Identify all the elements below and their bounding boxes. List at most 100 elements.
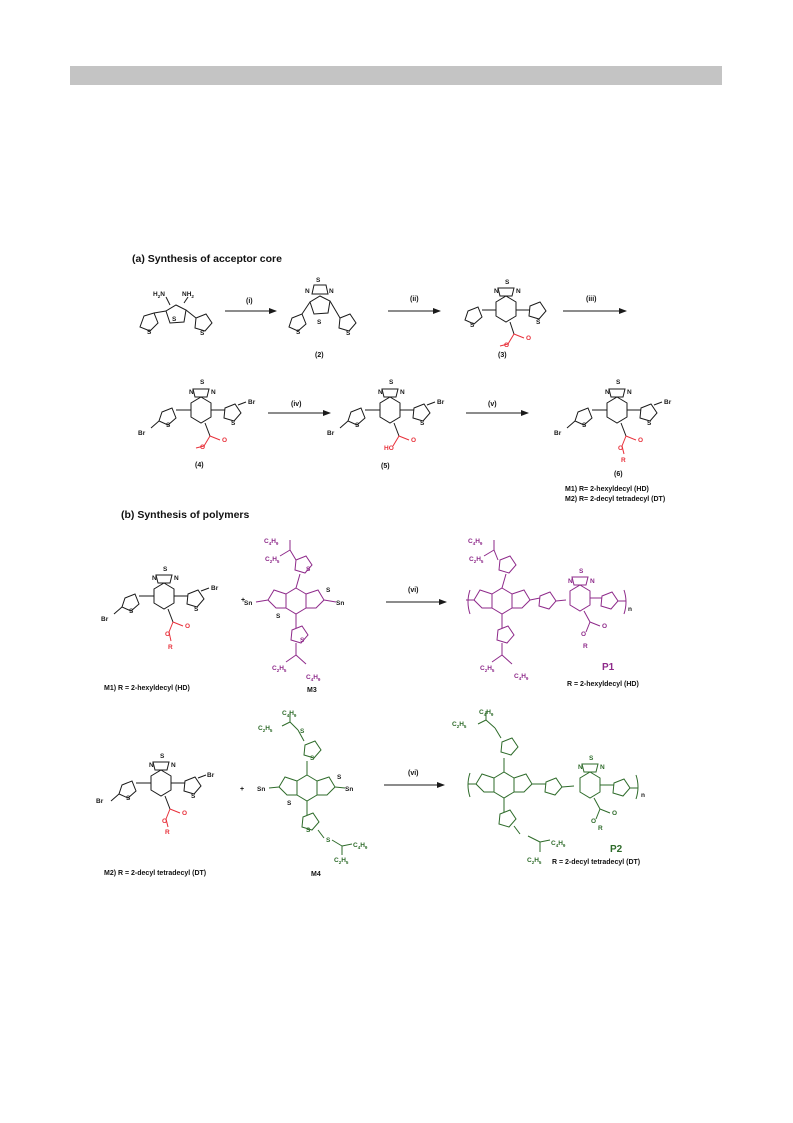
plus-sign: +: [241, 597, 245, 604]
oxygen-atom: O: [200, 444, 205, 451]
sulfur-atom: S: [326, 587, 331, 594]
sulfur-atom: S: [160, 753, 165, 760]
bromine-atom: Br: [437, 399, 445, 406]
monomer-m1-label: M1) R = 2-hexyldecyl (HD): [104, 685, 190, 692]
step-label: (vi): [408, 587, 419, 594]
step-label: (iii): [586, 296, 597, 303]
butyl-label: C4H9: [282, 710, 297, 718]
compound-label: (3): [498, 352, 507, 359]
nitrogen-atom: N: [578, 764, 583, 771]
sulfur-atom: S: [200, 379, 205, 386]
compound-5-structure: [339, 388, 436, 437]
compound-label: (5): [381, 463, 390, 470]
compound-3-structure: [464, 287, 547, 335]
tin-atom: Sn: [244, 600, 252, 607]
sulfur-atom: S: [126, 795, 131, 802]
sulfur-atom: S: [505, 279, 510, 286]
sulfur-atom: S: [300, 728, 305, 735]
compound-2-structure: [288, 284, 357, 332]
monomer-m3-structure: [255, 540, 337, 665]
repeat-unit-n: n: [641, 792, 645, 799]
sulfur-atom: S: [200, 330, 205, 337]
sulfur-atom: S: [310, 755, 315, 762]
butyl-label: C4H9: [468, 538, 483, 546]
nitrogen-atom: N: [329, 288, 334, 295]
nitrogen-atom: N: [605, 389, 610, 396]
ethyl-label: C2H5: [334, 857, 349, 865]
butyl-label: C4H9: [264, 538, 279, 546]
ethyl-label: C2H5: [527, 857, 542, 865]
butyl-label: C4H9: [551, 840, 566, 848]
sulfur-atom: S: [582, 422, 587, 429]
step-label: (i): [246, 298, 253, 305]
butyl-label: C4H9: [479, 709, 494, 717]
sulfur-atom: S: [647, 420, 652, 427]
hydroxyl-label: HO: [384, 445, 394, 452]
sulfur-atom: S: [287, 800, 292, 807]
polymer-p2-label: P2: [610, 844, 623, 855]
repeat-unit-n: n: [628, 606, 632, 613]
sulfur-atom: S: [296, 329, 301, 336]
step-label: (v): [488, 401, 497, 408]
sulfur-atom: S: [172, 316, 177, 323]
sulfur-atom: S: [194, 606, 199, 613]
oxygen-atom: O: [618, 445, 623, 452]
compound-label: (6): [614, 471, 623, 478]
sulfur-atom: S: [276, 613, 281, 620]
compound-4-structure: [150, 388, 247, 437]
tin-atom: Sn: [345, 786, 353, 793]
polymer-p1-definition: R = 2-hexyldecyl (HD): [567, 681, 639, 688]
nitrogen-atom: N: [152, 575, 157, 582]
sulfur-atom: S: [316, 277, 321, 284]
nitrogen-atom: N: [305, 288, 310, 295]
ethyl-label: C2H5: [452, 721, 467, 729]
ethyl-label: C2H5: [469, 556, 484, 564]
monomer-m1-structure: [113, 574, 210, 623]
oxygen-atom: O: [504, 342, 509, 349]
compound-6-structure: [566, 388, 663, 437]
scheme-a-heading: (a) Synthesis of acceptor core: [132, 253, 282, 265]
step-label: (vi): [408, 770, 419, 777]
bromine-atom: Br: [96, 798, 104, 805]
monomer-m4-structure: [268, 712, 353, 855]
nitrogen-atom: N: [400, 389, 405, 396]
oxygen-atom: O: [638, 437, 643, 444]
oxygen-atom: O: [411, 437, 416, 444]
ester-group: [499, 333, 525, 347]
monomer-definition: M2) R= 2-decyl tetradecyl (DT): [565, 496, 665, 503]
oxygen-atom: O: [526, 335, 531, 342]
r-group: R: [165, 829, 170, 836]
nitrogen-atom: N: [568, 578, 573, 585]
nitrogen-atom: N: [189, 389, 194, 396]
butyl-label: C4H9: [353, 842, 368, 850]
polymer-p2-definition: R = 2-decyl tetradecyl (DT): [552, 859, 640, 866]
sulfur-atom: S: [306, 566, 311, 573]
tin-atom: Sn: [336, 600, 344, 607]
sulfur-atom: S: [420, 420, 425, 427]
nitrogen-atom: N: [378, 389, 383, 396]
butyl-label: C4H9: [514, 673, 529, 681]
nitrogen-atom: N: [516, 288, 521, 295]
amine-label-left: H2N: [153, 291, 165, 299]
step-label: (ii): [410, 296, 419, 303]
ester-group: [195, 435, 221, 449]
sulfur-atom: S: [470, 322, 475, 329]
polymer-p2-structure: [467, 711, 639, 852]
nitrogen-atom: N: [149, 762, 154, 769]
oxygen-atom: O: [602, 623, 607, 630]
nitrogen-atom: N: [494, 288, 499, 295]
sulfur-atom: S: [191, 793, 196, 800]
oxygen-atom: O: [185, 623, 190, 630]
scheme-b-heading: (b) Synthesis of polymers: [121, 509, 250, 521]
r-group: R: [598, 825, 603, 832]
bromine-atom: Br: [207, 772, 215, 779]
sulfur-atom: S: [317, 319, 322, 326]
r-group: R: [168, 644, 173, 651]
polymer-p1-structure: [466, 540, 627, 665]
ethyl-label: C2H5: [480, 665, 495, 673]
oxygen-atom: O: [591, 818, 596, 825]
butyl-label: C4H9: [306, 674, 321, 682]
diaminoterthiophene-structure: [139, 296, 213, 332]
polymer-p1-label: P1: [602, 662, 615, 673]
oxygen-atom: O: [612, 810, 617, 817]
